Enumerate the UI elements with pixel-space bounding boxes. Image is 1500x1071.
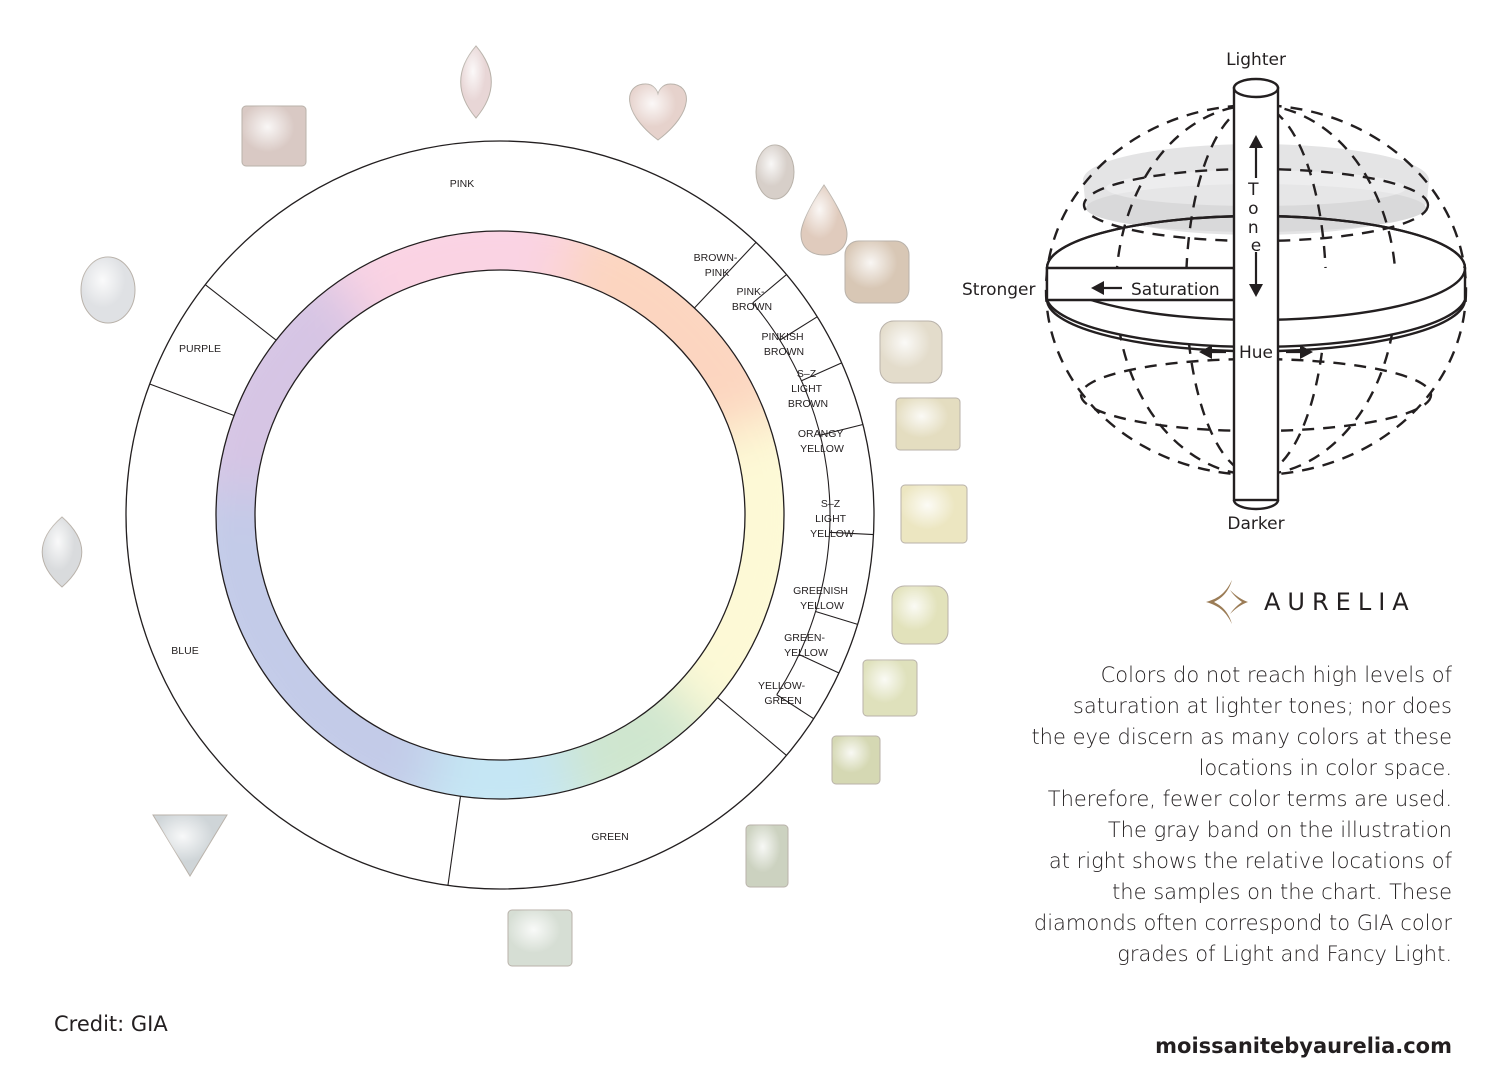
diamond-sparkle [460,46,492,118]
diamond-sparkle [756,145,794,199]
label-darker: Darker [1227,514,1284,534]
label-hue: Hue [1239,343,1273,363]
diamond-sparkle [508,910,572,966]
segment-green-yellow: GREEN- YELLOW [784,632,828,659]
segment-pinkish-brown: PINKISH BROWN [762,331,807,358]
website-text: moissanitebyaurelia.com [1155,1034,1452,1058]
description-line: at right shows the relative locations of [1048,849,1452,873]
description-line: Colors do not reach high levels of [1100,663,1452,687]
segment-sz-light-brown: S–Z LIGHT BROWN [788,368,828,410]
description-line: The gray band on the illustration [1107,818,1452,842]
segment-green: GREEN [591,831,628,843]
diamond-sparkle [896,398,960,450]
label-saturation: Saturation [1131,280,1220,300]
segment-divider [815,610,858,625]
segment-orangy-yellow: ORANGY YELLOW [798,428,846,455]
segment-divider [204,284,277,341]
segment-blue: BLUE [171,645,198,657]
segment-divider [694,274,727,309]
diamond-sparkle [629,84,687,140]
segment-divider [829,531,874,536]
segment-divider [776,694,814,720]
diamond-sparkle [892,586,948,644]
credit-text: Credit: GIA [54,1012,168,1036]
segment-pink: PINK [450,178,475,190]
segment-divider [779,316,818,341]
segment-greenish-yellow: GREENISH YELLOW [793,585,851,612]
segment-pink-brown: PINK- BROWN [732,286,772,313]
description-line: Therefore, fewer color terms are used. [1047,787,1452,811]
description-text: Colors do not reach high levels of satur… [980,660,1452,970]
description-line: saturation at lighter tones; nor does [1072,694,1452,718]
segment-sz-light-yellow: S–Z LIGHT YELLOW [810,498,854,540]
diamond-sparkle [880,321,942,383]
segment-divider [447,796,462,886]
segment-divider [752,274,787,304]
label-stronger: Stronger [962,280,1036,300]
diamond-sparkle [746,825,788,887]
diamond-sparkle [242,106,306,166]
segment-brown-pink: BROWN- PINK [694,252,741,279]
diamond-sparkle [801,185,847,255]
diamond-sparkle [863,660,917,716]
label-lighter: Lighter [1226,50,1286,70]
segment-divider [801,362,842,382]
description-line: the samples on the chart. These [1112,880,1452,904]
segment-yellow-green: YELLOW- GREEN [758,680,808,707]
diamond-sparkle [901,485,967,543]
segment-divider [725,241,757,275]
description-line: the eye discern as many colors at these [1031,725,1452,749]
brand-name: AURELIA [1264,588,1416,616]
segment-divider [798,653,840,674]
diamond-sparkle [153,815,227,876]
aurelia-star-icon [1206,580,1248,624]
diamond-samples [41,45,968,967]
segment-divider [752,726,787,756]
label-tone: T o n e [1247,180,1264,256]
description-line: grades of Light and Fancy Light. [1117,942,1452,966]
color-wheel: PINK PURPLE BLUE GREEN BROWN- PINK PINK-… [125,140,875,890]
description-line: locations in color space. [1198,756,1452,780]
segment-purple: PURPLE [179,343,221,355]
diamond-sparkle [832,736,880,784]
segment-divider [820,423,864,436]
wheel-inner-circle [254,269,746,761]
segment-divider [717,697,754,728]
color-sphere-diagram: Lighter Darker Stronger Saturation Hue T… [962,50,1468,534]
diamond-sparkle [42,517,82,587]
description-line: diamonds often correspond to GIA color [1033,911,1452,935]
aurelia-logo: AURELIA [1202,578,1452,626]
diamond-sparkle [81,257,135,323]
diamond-sparkle [845,241,909,303]
segment-divider [149,383,235,417]
